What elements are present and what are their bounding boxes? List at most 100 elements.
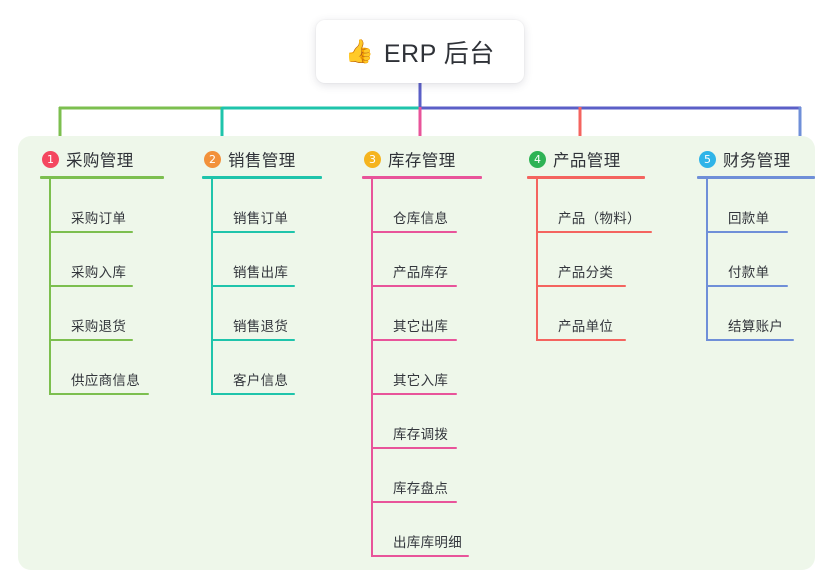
leaf-label: 仓库信息 <box>393 211 449 226</box>
leaf-underline <box>371 447 457 449</box>
leaf-underline <box>211 231 295 233</box>
root-label: ERP 后台 <box>383 39 495 68</box>
leaf-underline <box>706 339 794 341</box>
column-1: 1 采购管理采购订单采购入库采购退货供应商信息 <box>40 147 164 395</box>
column-number-badge: 3 <box>364 150 381 168</box>
leaf-item[interactable]: 库存盘点 <box>371 449 482 503</box>
leaf-item[interactable]: 供应商信息 <box>49 341 164 395</box>
leaf-item[interactable]: 产品单位 <box>536 287 645 341</box>
leaf-item[interactable]: 结算账户 <box>706 287 815 341</box>
leaf-label: 供应商信息 <box>71 373 140 388</box>
leaf-label: 其它入库 <box>393 373 449 388</box>
column-4: 4 产品管理产品（物料） 产品分类产品单位 <box>527 147 652 341</box>
column-underline <box>40 176 164 179</box>
leaf-item[interactable]: 产品分类 <box>536 233 645 287</box>
column-items: 产品（物料） 产品分类产品单位 <box>527 179 652 341</box>
leaf-label: 销售退货 <box>233 319 289 334</box>
leaf-item[interactable]: 其它出库 <box>371 287 482 341</box>
root-node[interactable]: 👍 ERP 后台 <box>316 20 524 83</box>
leaf-item[interactable]: 出库库明细 <box>371 503 482 557</box>
column-number-badge: 1 <box>42 150 59 168</box>
leaf-item[interactable]: 客户信息 <box>211 341 322 395</box>
leaf-underline <box>211 285 295 287</box>
leaf-underline <box>211 393 295 395</box>
leaf-label: 库存盘点 <box>393 481 449 496</box>
leaf-underline <box>49 393 149 395</box>
leaf-item[interactable]: 销售退货 <box>211 287 322 341</box>
column-title: 产品管理 <box>553 152 621 170</box>
column-title: 库存管理 <box>388 152 456 170</box>
column-spine <box>536 179 538 341</box>
leaf-underline <box>371 339 457 341</box>
column-spine <box>49 179 51 395</box>
leaf-underline <box>49 231 133 233</box>
column-items: 销售订单销售出库销售退货客户信息 <box>202 179 322 395</box>
column-items: 回款单付款单结算账户 <box>697 179 815 341</box>
leaf-item[interactable]: 产品（物料） <box>536 179 652 233</box>
leaf-item[interactable]: 其它入库 <box>371 341 482 395</box>
leaf-underline <box>371 393 457 395</box>
column-items: 采购订单采购入库采购退货供应商信息 <box>40 179 164 395</box>
leaf-item[interactable]: 产品库存 <box>371 233 482 287</box>
leaf-label: 结算账户 <box>728 319 784 334</box>
leaf-underline <box>706 285 788 287</box>
column-underline <box>202 176 322 179</box>
leaf-item[interactable]: 仓库信息 <box>371 179 482 233</box>
leaf-underline <box>536 339 626 341</box>
column-items: 仓库信息产品库存其它出库其它入库库存调拨库存盘点出库库明细 <box>362 179 482 557</box>
column-spine <box>706 179 708 341</box>
leaf-item[interactable]: 采购订单 <box>49 179 164 233</box>
leaf-label: 出库库明细 <box>393 535 462 550</box>
diagram-panel <box>18 136 815 570</box>
column-header-4[interactable]: 4 产品管理 <box>527 147 645 171</box>
leaf-label: 采购入库 <box>71 265 127 280</box>
leaf-underline <box>371 231 457 233</box>
leaf-label: 产品（物料） <box>558 211 641 226</box>
column-number-badge: 5 <box>699 150 716 168</box>
leaf-label: 采购订单 <box>71 211 127 226</box>
leaf-label: 产品分类 <box>558 265 614 280</box>
leaf-underline <box>49 285 133 287</box>
leaf-underline <box>371 501 457 503</box>
column-title: 采购管理 <box>66 152 134 170</box>
leaf-underline <box>706 231 788 233</box>
leaf-label: 回款单 <box>728 211 770 226</box>
column-title: 销售管理 <box>228 152 296 170</box>
leaf-label: 产品库存 <box>393 265 449 280</box>
column-underline <box>527 176 645 179</box>
leaf-underline <box>49 339 133 341</box>
leaf-label: 销售出库 <box>233 265 289 280</box>
leaf-label: 客户信息 <box>233 373 289 388</box>
leaf-label: 库存调拨 <box>393 427 449 442</box>
column-number-badge: 4 <box>529 150 546 168</box>
leaf-label: 采购退货 <box>71 319 127 334</box>
leaf-item[interactable]: 库存调拨 <box>371 395 482 449</box>
leaf-item[interactable]: 销售出库 <box>211 233 322 287</box>
column-number-badge: 2 <box>204 150 221 168</box>
column-header-3[interactable]: 3 库存管理 <box>362 147 482 171</box>
column-header-5[interactable]: 5 财务管理 <box>697 147 815 171</box>
column-2: 2 销售管理销售订单销售出库销售退货客户信息 <box>202 147 322 395</box>
leaf-label: 销售订单 <box>233 211 289 226</box>
leaf-item[interactable]: 付款单 <box>706 233 815 287</box>
leaf-label: 付款单 <box>728 265 770 280</box>
column-underline <box>697 176 815 179</box>
leaf-underline <box>211 339 295 341</box>
leaf-underline <box>371 555 469 557</box>
leaf-underline <box>536 231 652 233</box>
leaf-underline <box>536 285 626 287</box>
column-5: 5 财务管理回款单付款单结算账户 <box>697 147 815 341</box>
leaf-label: 产品单位 <box>558 319 614 334</box>
leaf-item[interactable]: 销售订单 <box>211 179 322 233</box>
leaf-label: 其它出库 <box>393 319 449 334</box>
column-spine <box>371 179 373 557</box>
thumbs-up-icon: 👍 <box>345 38 374 64</box>
column-header-2[interactable]: 2 销售管理 <box>202 147 322 171</box>
column-header-1[interactable]: 1 采购管理 <box>40 147 164 171</box>
column-title: 财务管理 <box>723 152 791 170</box>
leaf-item[interactable]: 采购入库 <box>49 233 164 287</box>
leaf-item[interactable]: 回款单 <box>706 179 815 233</box>
column-3: 3 库存管理仓库信息产品库存其它出库其它入库库存调拨库存盘点出库库明细 <box>362 147 482 557</box>
leaf-item[interactable]: 采购退货 <box>49 287 164 341</box>
